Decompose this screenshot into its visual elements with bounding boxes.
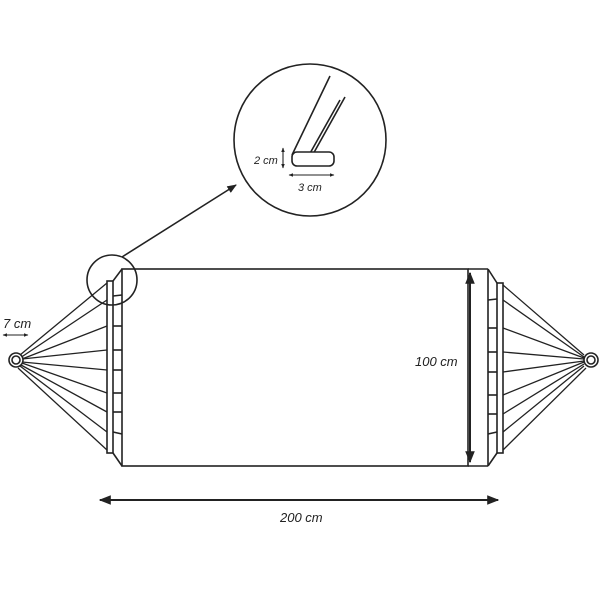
left-spreader-bar	[106, 268, 123, 467]
width-label: 100 cm	[415, 354, 458, 369]
bar-width-label: 3 cm	[298, 182, 322, 194]
right-ropes	[502, 284, 587, 451]
right-ring-inner	[586, 355, 596, 365]
detail-marker-circle	[86, 254, 138, 306]
hammock-fabric	[121, 268, 469, 467]
callout-arrow	[121, 184, 237, 258]
right-spreader-bar	[468, 268, 504, 467]
left-ropes	[17, 282, 108, 451]
rope-span-label: 7 cm	[3, 316, 31, 331]
length-label: 200 cm	[279, 510, 323, 525]
right-ring	[583, 352, 599, 368]
left-ring-inner	[11, 355, 21, 365]
detail-callout	[233, 63, 387, 217]
left-ring	[8, 352, 24, 368]
bar-thickness-label: 2 cm	[253, 155, 278, 167]
